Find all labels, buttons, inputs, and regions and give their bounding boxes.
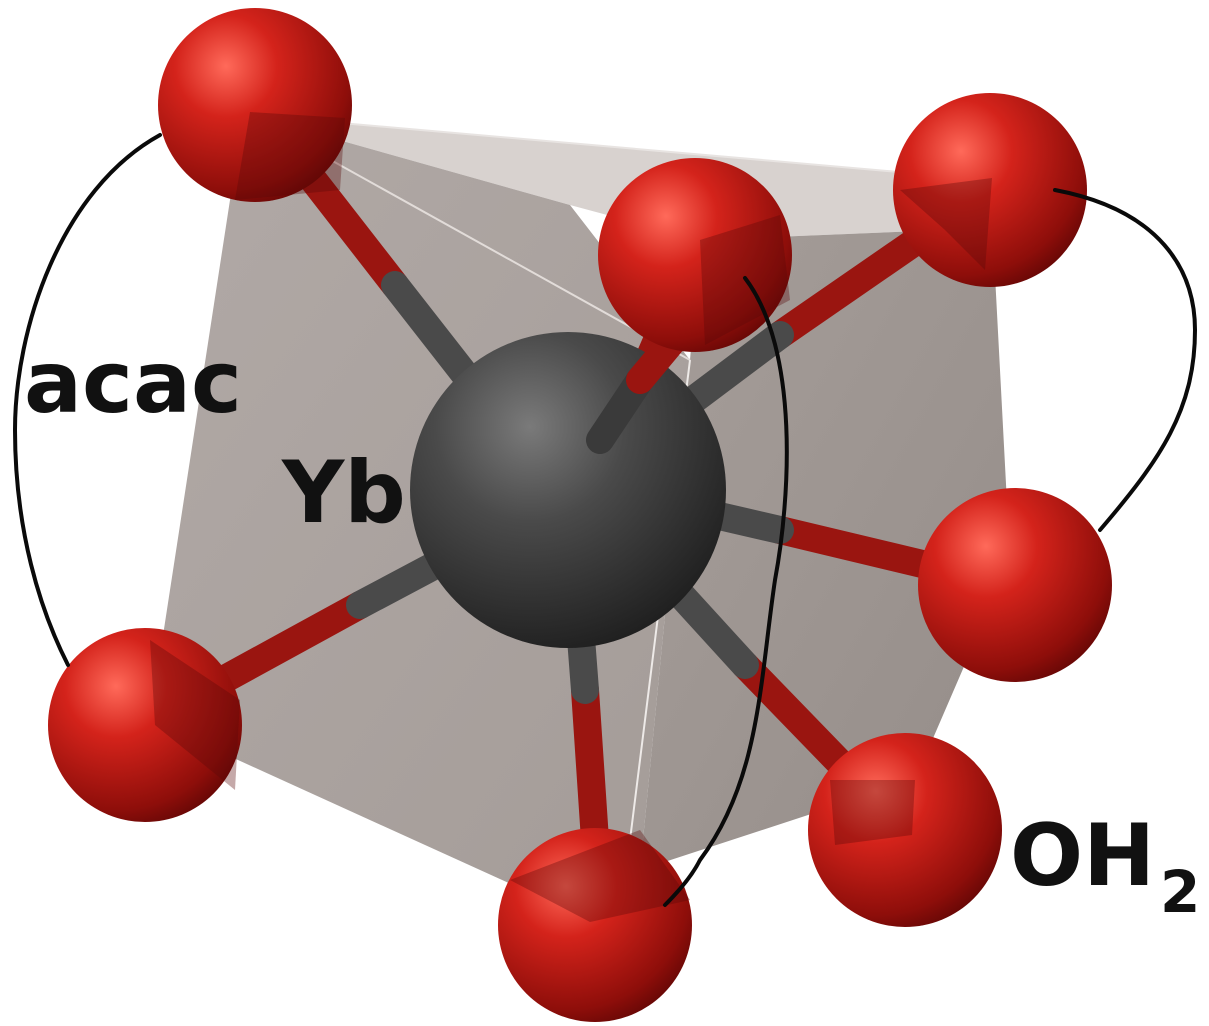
oxygen-atom (808, 733, 1002, 927)
oxygen-atom (918, 488, 1112, 682)
oxygen-atom (158, 8, 352, 202)
vertex-overlays (150, 112, 992, 922)
oxygen-atom (893, 93, 1087, 287)
oxygen-atom (598, 158, 792, 352)
chelate-lines (12, 133, 1198, 907)
oxygen-atom (48, 628, 242, 822)
yb-label: Yb (281, 443, 406, 543)
polyhedron-edge (249, 114, 991, 181)
water-label: OH (1010, 806, 1155, 906)
middle-chelate-curve (663, 276, 789, 907)
ytterbium-atom (410, 332, 726, 648)
vertex-overlay (900, 178, 992, 270)
oxygen-atom (498, 828, 692, 1022)
vertex-overlay (235, 112, 345, 200)
oxygen-atoms (48, 8, 1112, 1022)
acac-label: acac (24, 333, 242, 433)
vertex-overlay (830, 780, 915, 845)
polyhedron-right-face (640, 180, 1010, 870)
water-label-main: OH (1010, 806, 1155, 906)
water-label-subscript: 2 (1160, 858, 1200, 926)
vertex-overlay (150, 640, 240, 790)
right-chelate-curve (1053, 188, 1198, 532)
acac-chelate-curve (12, 133, 162, 667)
vertex-overlay (510, 830, 690, 922)
polyhedron-top-face (250, 115, 990, 240)
